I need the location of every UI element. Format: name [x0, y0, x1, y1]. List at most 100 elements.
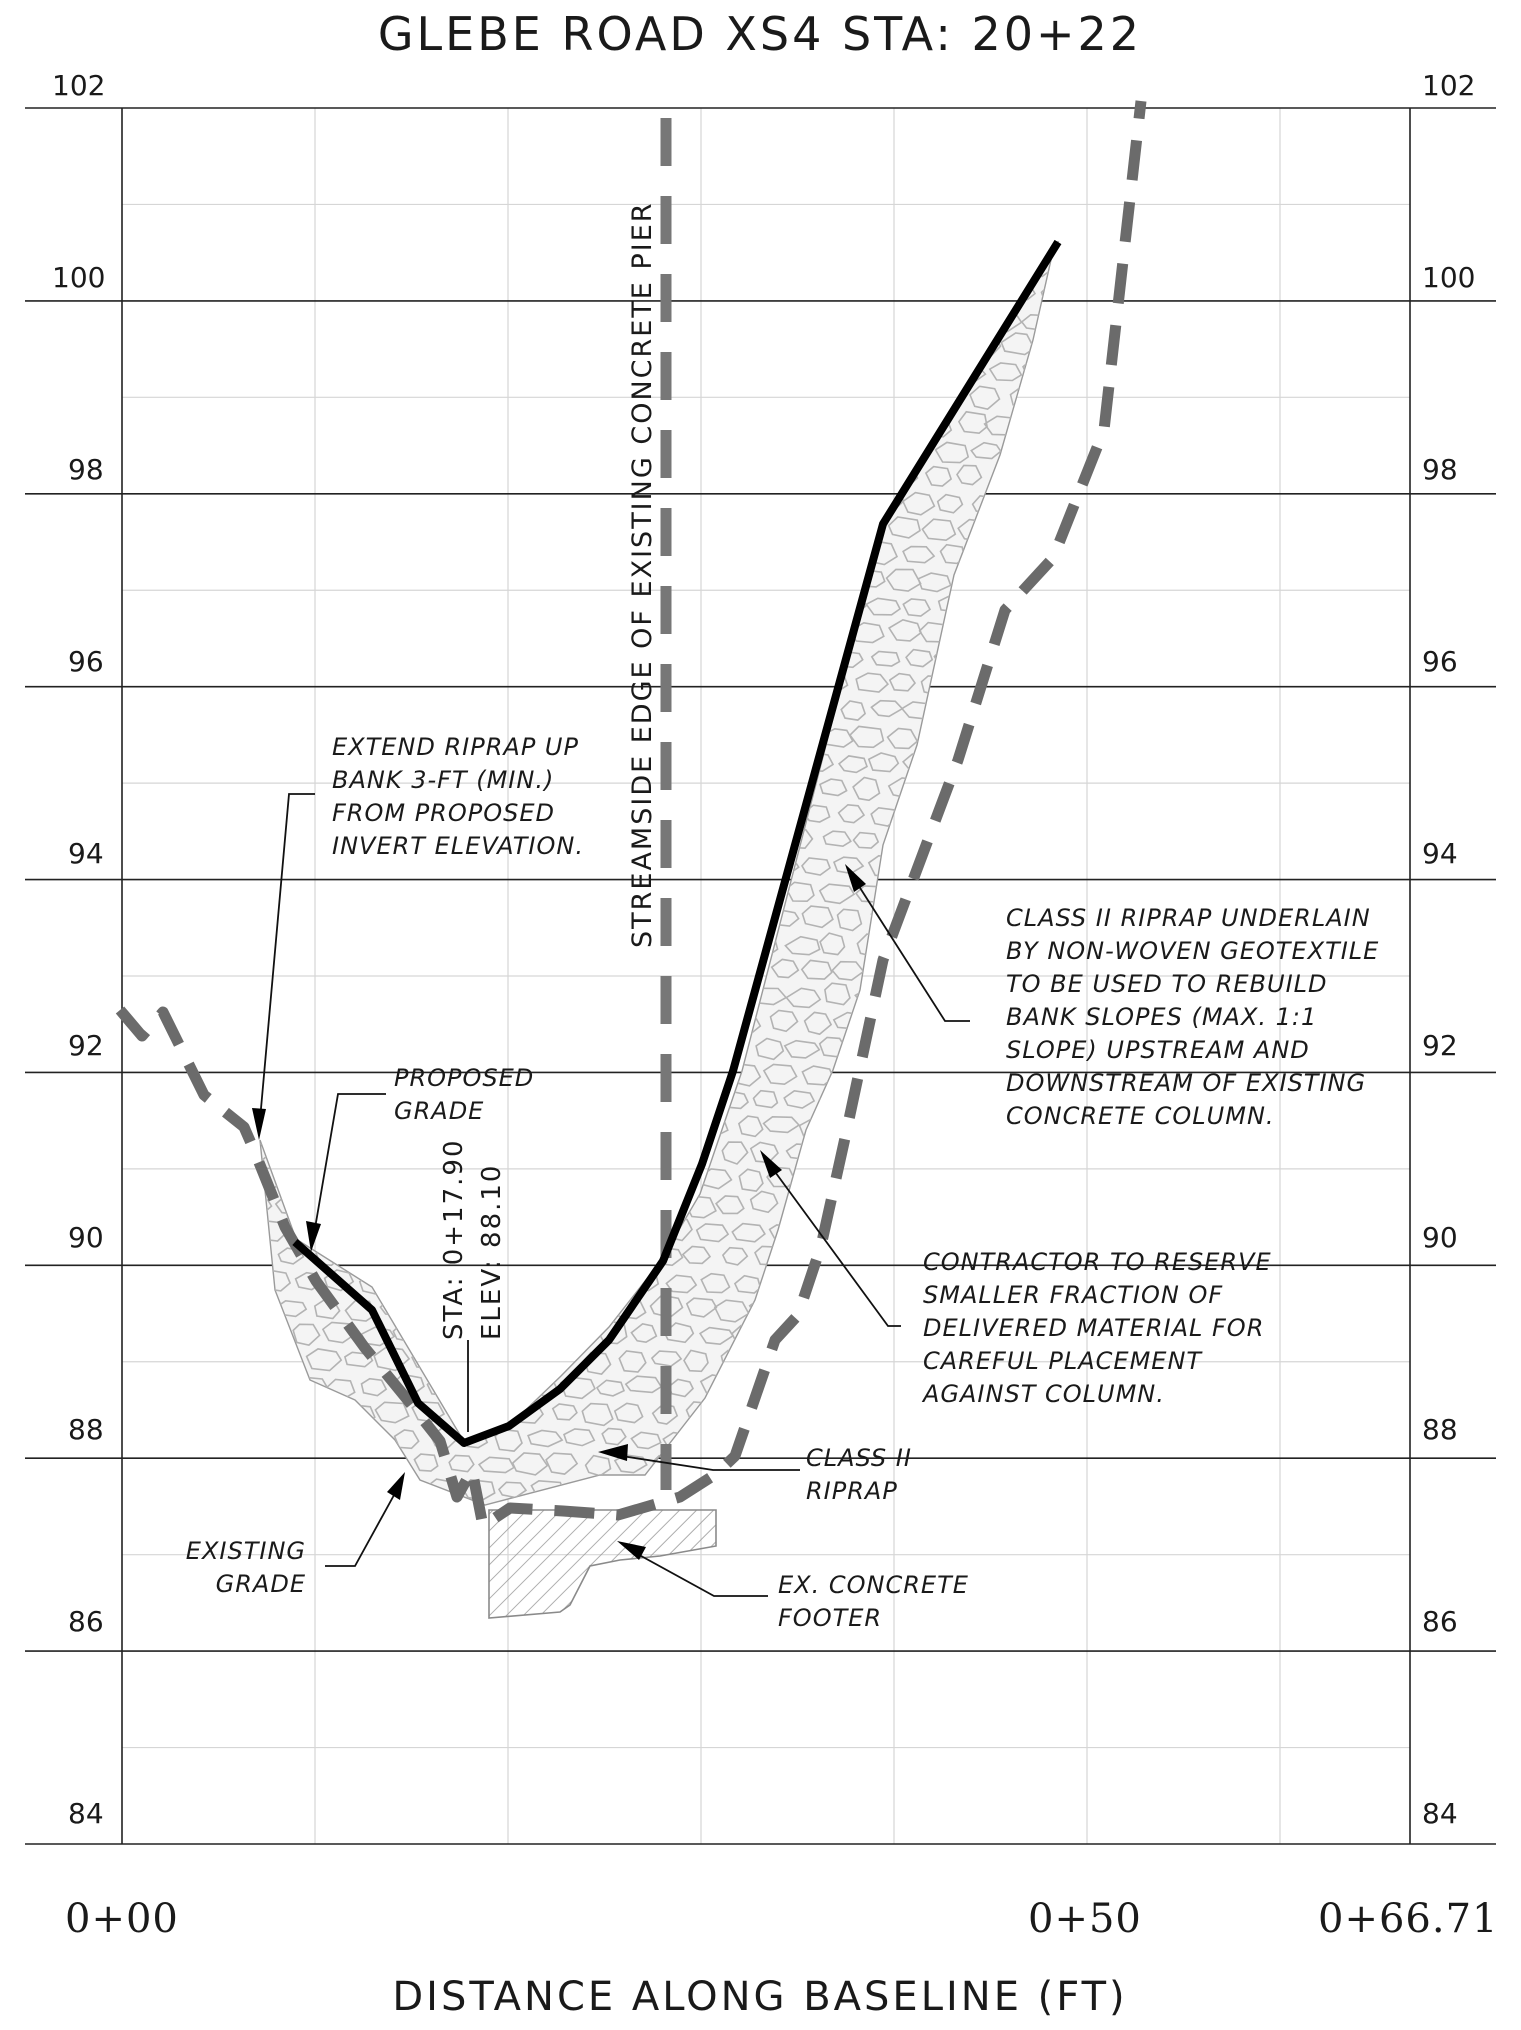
riprap-stone — [1006, 541, 1034, 564]
riprap-stone — [276, 521, 311, 541]
riprap-stone — [937, 1481, 973, 1500]
riprap-stone — [442, 984, 477, 1007]
riprap-stone — [528, 388, 563, 413]
riprap-stone — [477, 413, 508, 433]
riprap-stone — [763, 440, 801, 461]
riprap-stone — [785, 987, 822, 1009]
riprap-stone — [763, 335, 797, 354]
riprap-stone — [460, 337, 496, 355]
riprap-stone — [803, 1011, 833, 1036]
riprap-stone — [530, 284, 560, 307]
riprap-stone — [762, 1063, 798, 1086]
riprap-stone — [737, 543, 767, 566]
riprap-stone — [801, 905, 834, 929]
riprap-stone — [685, 987, 713, 1010]
riprap-stone — [957, 1507, 986, 1530]
riprap-stone — [524, 335, 560, 358]
elev-label-right: 102 — [1422, 69, 1475, 102]
riprap-stone — [529, 1010, 565, 1034]
riprap-stone — [397, 389, 426, 412]
riprap-stone — [564, 906, 594, 928]
riprap-stone — [546, 412, 583, 435]
riprap-stone — [683, 258, 711, 278]
riprap-stone — [492, 242, 526, 254]
riprap-stone — [324, 1011, 356, 1034]
riprap-stone — [260, 802, 286, 824]
riprap-stone — [934, 856, 971, 875]
riprap-stone — [601, 960, 628, 985]
riprap-stone — [704, 338, 731, 355]
riprap-stone — [902, 1426, 933, 1447]
riprap-stone — [696, 1424, 732, 1448]
riprap-stone — [917, 572, 952, 593]
riprap-stone — [562, 541, 590, 566]
riprap-stone — [310, 516, 340, 541]
riprap-stone — [849, 1503, 886, 1505]
riprap-stone — [682, 775, 711, 800]
riprap-stone — [423, 701, 457, 725]
riprap-stone — [595, 1379, 625, 1397]
riprap-stone — [714, 620, 745, 644]
riprap-stone — [260, 309, 273, 330]
riprap-stone — [496, 491, 529, 512]
riprap-stone — [530, 544, 564, 565]
riprap-stone — [329, 242, 358, 254]
riprap-stone — [783, 364, 812, 383]
riprap-stone — [549, 1298, 579, 1318]
riprap-stone — [422, 391, 459, 411]
riprap-stone — [396, 339, 424, 358]
riprap-stone — [460, 439, 497, 460]
riprap-stone — [580, 1295, 610, 1317]
riprap-stone — [887, 618, 922, 642]
riprap-stone — [677, 881, 716, 905]
riprap-stone — [1023, 777, 1058, 800]
riprap-stone — [939, 543, 966, 565]
riprap-stone — [414, 464, 444, 486]
riprap-stone — [922, 881, 956, 903]
riprap-stone — [286, 859, 323, 879]
riprap-stone — [1022, 358, 1055, 384]
riprap-stone — [872, 1273, 903, 1294]
riprap-stone — [1039, 856, 1058, 874]
riprap-stone — [495, 389, 525, 412]
elev-label-left: 84 — [68, 1797, 104, 1830]
riprap-stone — [731, 1222, 766, 1243]
riprap-stone — [986, 1509, 1021, 1529]
riprap-stone — [260, 254, 273, 277]
riprap-stone — [787, 1508, 811, 1528]
riprap-stone — [512, 360, 540, 385]
riprap-stone — [1000, 242, 1037, 252]
riprap-stone — [274, 1091, 308, 1113]
riprap-stone — [524, 1224, 561, 1242]
note-line: GRADE — [216, 1570, 306, 1598]
riprap-stone — [677, 1038, 715, 1059]
riprap-stone — [344, 1506, 372, 1527]
riprap-stone — [596, 1480, 623, 1502]
riprap-stone — [465, 285, 492, 308]
riprap-stone — [1061, 418, 1086, 436]
riprap-stone — [801, 439, 835, 461]
riprap-stone — [762, 543, 799, 566]
elev-label-right: 88 — [1422, 1413, 1458, 1446]
riprap-stone — [408, 517, 440, 540]
riprap-stone — [342, 1193, 378, 1214]
riprap-stone — [389, 1218, 428, 1240]
note-line: BY NON-WOVEN GEOTEXTILE — [1006, 937, 1379, 965]
riprap-stone — [711, 936, 749, 956]
riprap-stone — [374, 416, 408, 437]
riprap-stone — [279, 1453, 308, 1473]
riprap-stone — [785, 1350, 814, 1368]
riprap-stone — [992, 466, 1020, 485]
riprap-stone — [260, 1088, 272, 1111]
riprap-stone — [260, 335, 286, 354]
riprap-stone — [460, 594, 498, 616]
riprap-stone — [260, 619, 270, 641]
riprap-stone — [260, 437, 291, 460]
riprap-stone — [818, 1091, 848, 1114]
riprap-stone — [528, 700, 565, 719]
riprap-stone — [480, 1039, 509, 1059]
riprap-stone — [886, 985, 916, 1005]
riprap-stone — [582, 412, 612, 432]
riprap-stone — [954, 312, 990, 331]
x-axis-label: DISTANCE ALONG BASELINE (FT) — [392, 1974, 1127, 2020]
